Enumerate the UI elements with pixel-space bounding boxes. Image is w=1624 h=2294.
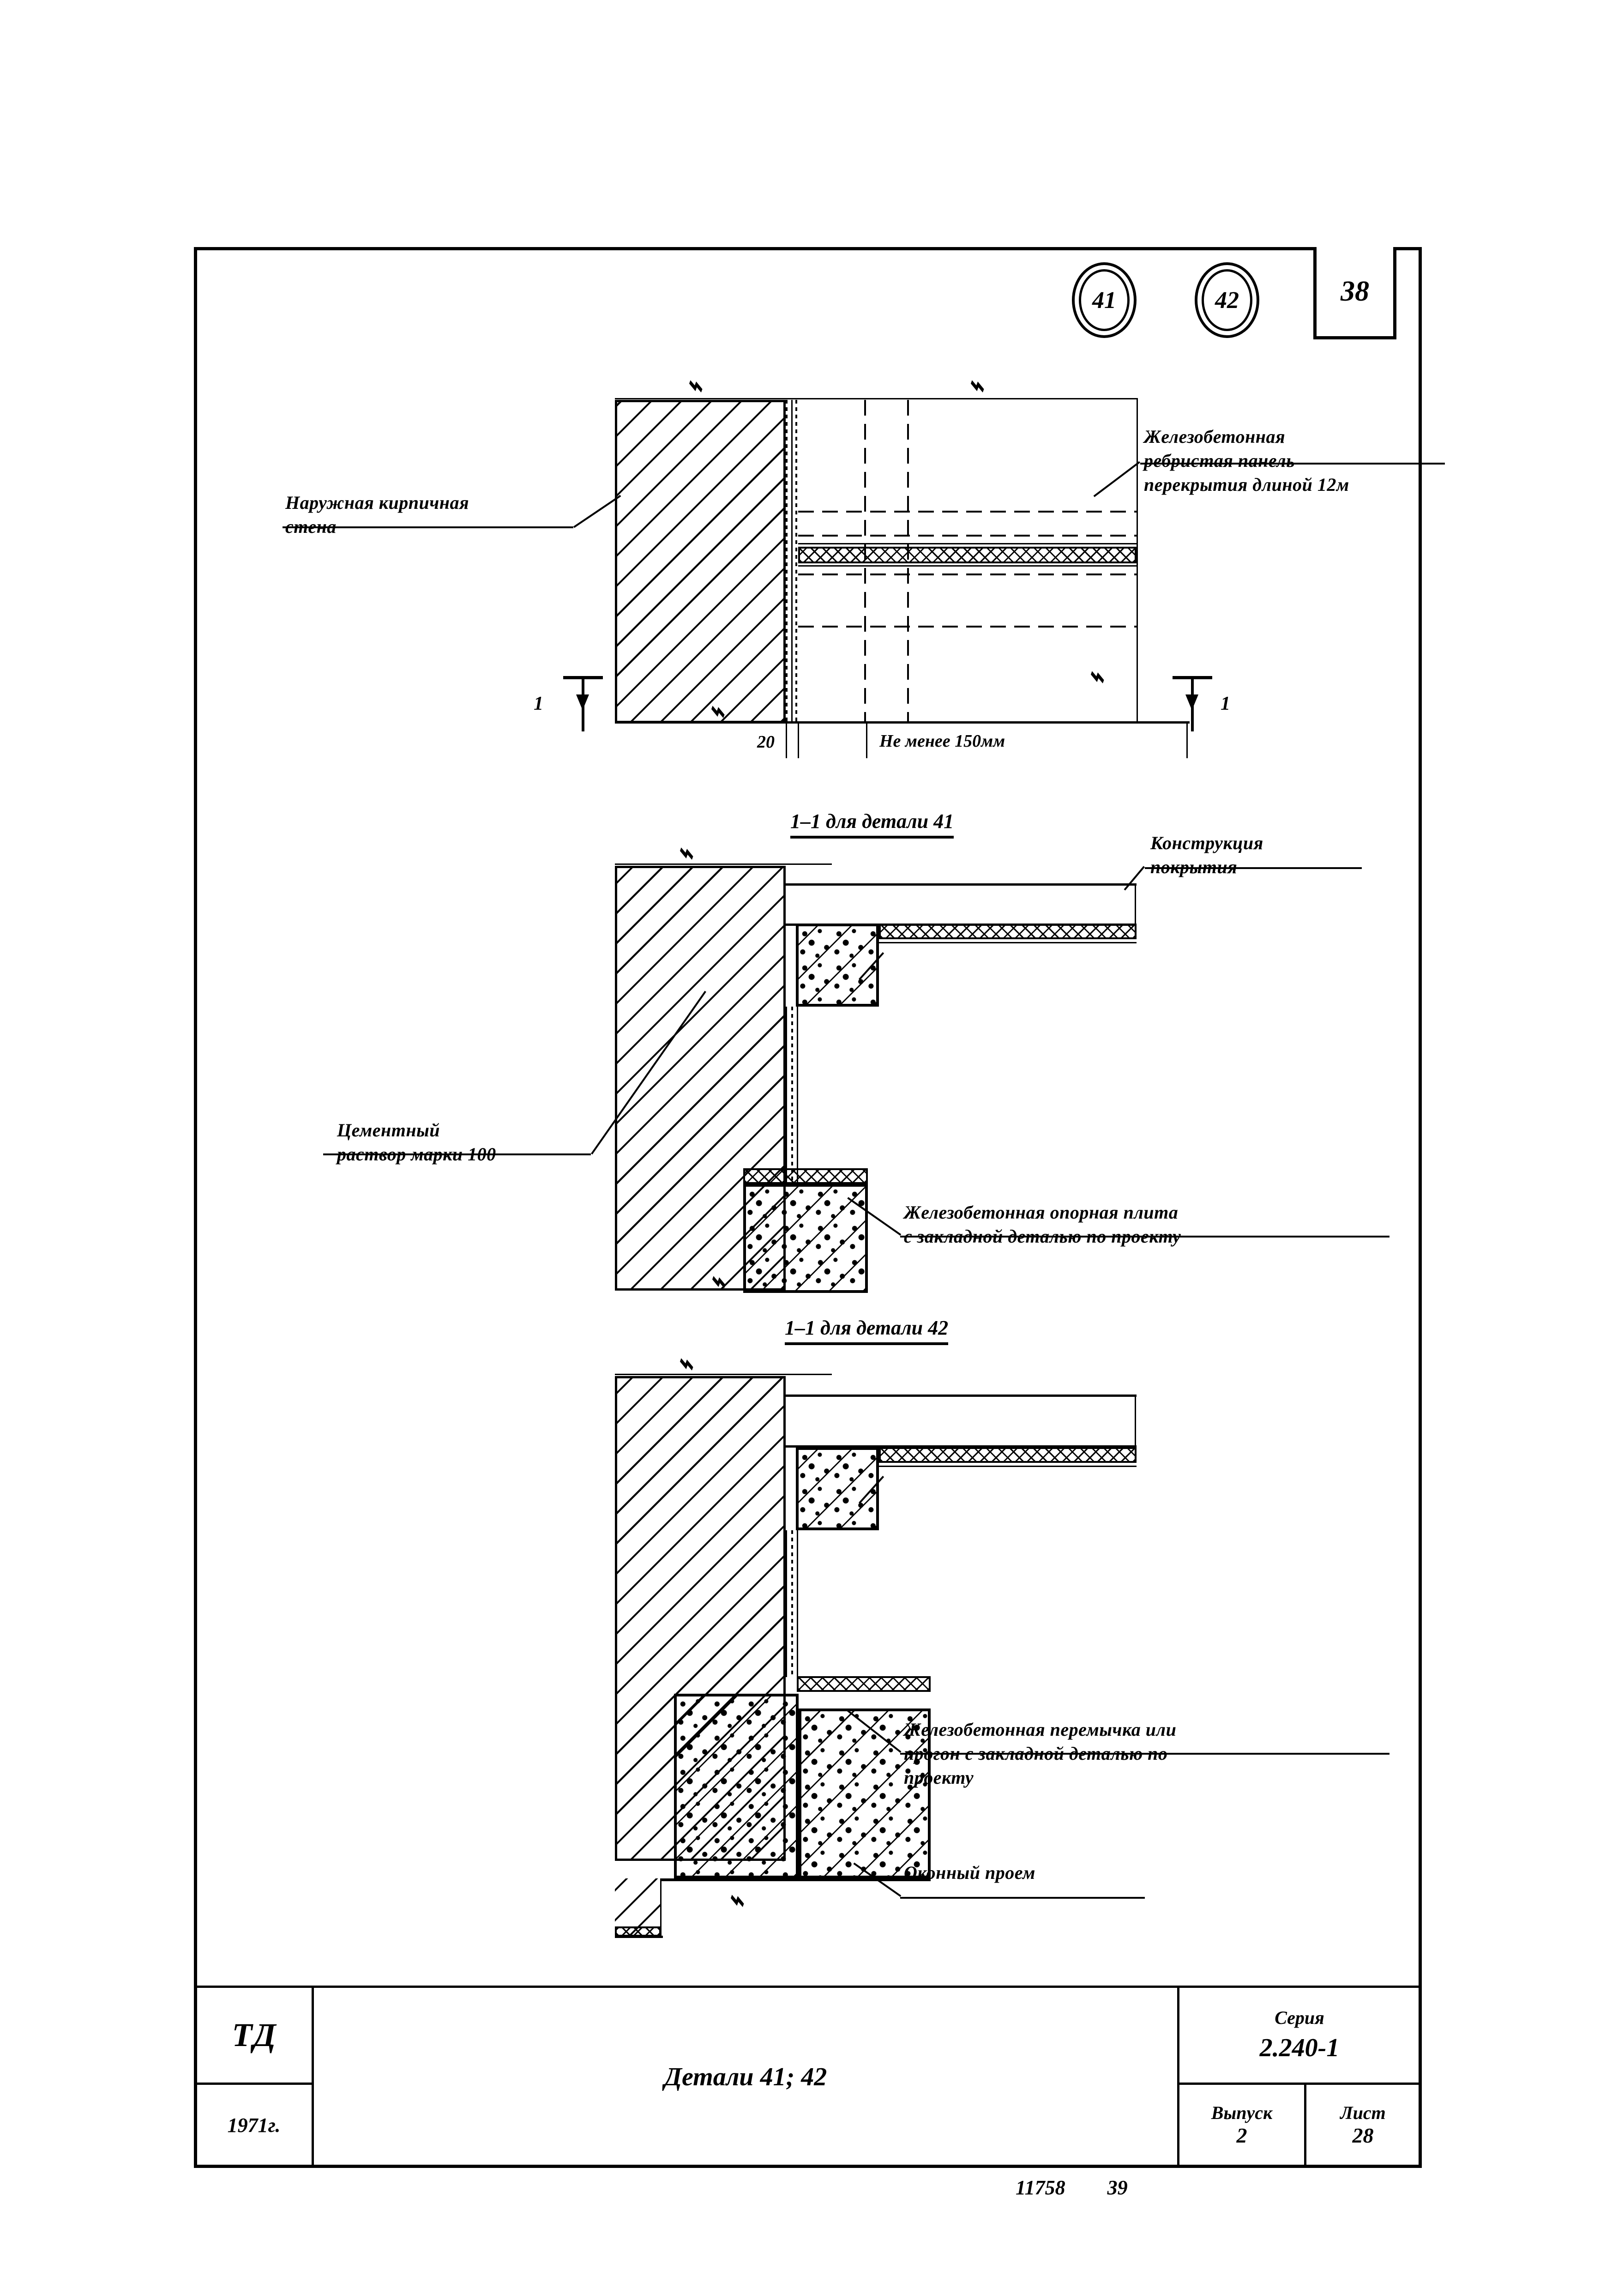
plan-mortar-joint-2: [795, 400, 797, 723]
sec41-roof-top: [786, 883, 1137, 886]
leader-underline: [1145, 867, 1362, 869]
section-title-42: 1–1 для детали 42: [785, 1316, 949, 1345]
dimension-line: [615, 721, 1190, 724]
page-number-value: 38: [1341, 276, 1369, 307]
sec41-bearing-plate-concrete: [743, 1184, 868, 1293]
sec41-panel-edge: [797, 1007, 798, 1182]
sec41-panel-end-concrete: [796, 924, 879, 1007]
sec41-mortar-joint: [791, 1007, 793, 1182]
page-number-box-mask: [1317, 244, 1393, 251]
sec41-roof-right-edge: [1135, 883, 1136, 926]
plan-rib-line-bottom: [798, 565, 1137, 567]
plan-hidden-line-2: [798, 535, 1137, 537]
sheet-footer: 11758 39: [1016, 2176, 1165, 2199]
sec42-roof-bottom: [786, 1445, 1137, 1448]
leader-underline: [900, 1236, 1389, 1238]
title-block-drawing-title: Детали 41; 42: [312, 1986, 1179, 2168]
sheet-value: 28: [1352, 2124, 1374, 2148]
sec42-lintel-block-right: [799, 1708, 931, 1878]
label-roof-construction: Конструкция покрытия: [1150, 833, 1263, 877]
title-block: ТД 1971г. Детали 41; 42 Серия 2.240-1 Вы…: [194, 1986, 1422, 2168]
label-window-opening: Оконный проем: [904, 1862, 1035, 1883]
detail-bubble-42: 42: [1195, 262, 1259, 338]
page-number-box: 38: [1313, 247, 1396, 339]
detail-bubble-41-label: 41: [1092, 287, 1116, 314]
sec41-bedding-mortar: [743, 1168, 868, 1184]
series-value: 2.240-1: [1259, 2034, 1340, 2063]
sec42-panel-slab-line: [879, 1466, 1137, 1467]
title-block-issue-cell: Выпуск 2: [1177, 2083, 1306, 2168]
leader-underline: [323, 1153, 591, 1155]
plan-hidden-line-v2: [907, 400, 909, 721]
leader-underline: [1140, 463, 1445, 465]
plan-panel-edge-left: [791, 400, 793, 723]
plan-top-edge: [615, 398, 1137, 399]
title-block-org: ТД: [194, 1986, 314, 2085]
sec41-wall-top: [615, 863, 832, 865]
sec42-sill-line: [615, 1936, 663, 1938]
plan-hidden-line-4: [798, 626, 1137, 628]
label-rc-bearing-plate: Железобетонная опорная плита с закладной…: [904, 1202, 1181, 1247]
title-block-series-cell: Серия 2.240-1: [1177, 1986, 1422, 2085]
plan-hidden-line-1: [798, 511, 1137, 513]
issue-value: 2: [1236, 2124, 1247, 2148]
plan-rib-line-top: [798, 543, 1137, 544]
sec42-wall-top: [615, 1374, 832, 1375]
sec42-lintel-block-left: [674, 1694, 799, 1878]
label-rc-ribbed-panel: Железобетонная ребристая панель перекрыт…: [1144, 426, 1349, 495]
sec42-reveal-brick: [615, 1878, 661, 1936]
sec42-roof-top: [786, 1395, 1137, 1397]
sec42-roof-right-edge: [1135, 1395, 1136, 1447]
sec41-panel-slab-line: [879, 942, 1137, 943]
footer-order-number: 11758: [1016, 2176, 1065, 2199]
sec42-sill-mortar: [615, 1926, 661, 1937]
plan-brick-wall: [615, 400, 786, 723]
sec42-panel-end-concrete: [796, 1447, 879, 1530]
sec41-panel-slab-mortar: [879, 924, 1137, 939]
footer-page: 39: [1107, 2176, 1128, 2199]
leader-underline: [900, 1753, 1389, 1755]
section-title-41: 1–1 для детали 41: [790, 809, 954, 839]
plan-hidden-line-v1: [864, 400, 866, 721]
sec42-window-head: [660, 1878, 931, 1881]
plan-hidden-line-3: [798, 574, 1137, 575]
plan-mortar-joint: [786, 400, 788, 723]
sec41-wall-face: [786, 1007, 787, 1182]
leader-underline: [283, 526, 573, 528]
dimension-20: 20: [757, 732, 775, 752]
sec42-panel-edge: [797, 1530, 798, 1677]
sec42-mortar-joint: [791, 1530, 793, 1677]
plan-panel-right-edge: [1137, 398, 1138, 721]
label-outer-brick-wall: Наружная кирпичная стена: [285, 492, 469, 537]
dim-tick-min-left: [866, 721, 867, 758]
detail-bubble-41: 41: [1072, 262, 1137, 338]
dim-tick-20-right: [798, 721, 799, 758]
detail-bubble-42-label: 42: [1215, 287, 1239, 314]
sec42-top-bedding-mortar: [797, 1676, 931, 1692]
title-block-year: 1971г.: [194, 2083, 314, 2168]
plan-panel-rib: [798, 547, 1137, 563]
sheet-label: Лист: [1340, 2102, 1386, 2124]
series-label: Серия: [1275, 2007, 1324, 2028]
dimension-min-150: Не менее 150мм: [879, 731, 1005, 751]
dim-tick-min-right: [1186, 721, 1188, 758]
sec42-panel-slab-mortar: [879, 1447, 1137, 1463]
issue-label: Выпуск: [1211, 2102, 1273, 2124]
title-block-sheet-cell: Лист 28: [1304, 2083, 1422, 2168]
sec42-wall-face: [786, 1530, 787, 1677]
dim-tick-20-left: [786, 721, 787, 758]
leader-underline: [900, 1897, 1145, 1899]
label-cement-mortar: Цементный раствор марки 100: [337, 1120, 496, 1165]
